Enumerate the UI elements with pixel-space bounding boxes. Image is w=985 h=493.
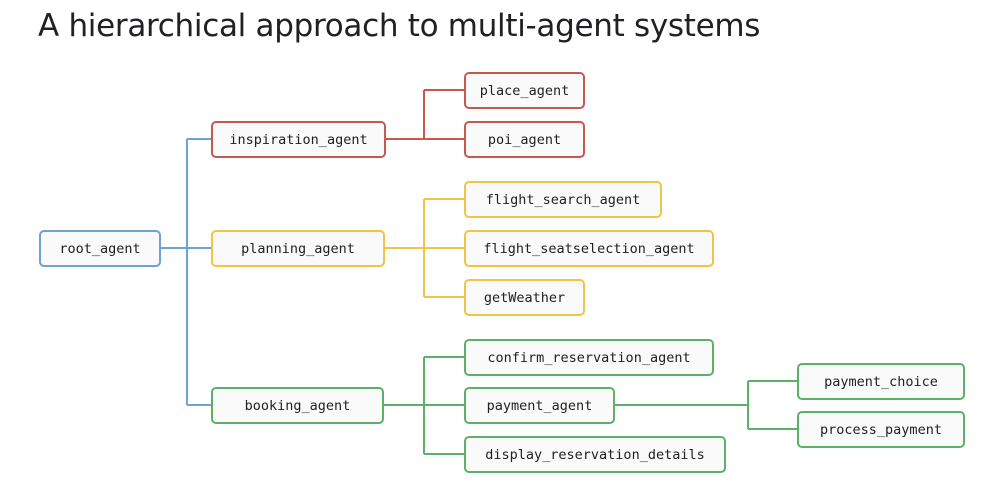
- connector-root: [161, 138, 211, 406]
- node-getweather[interactable]: getWeather: [464, 279, 585, 316]
- page-title: A hierarchical approach to multi-agent s…: [38, 8, 761, 44]
- node-root-agent[interactable]: root_agent: [39, 230, 161, 267]
- node-place-agent[interactable]: place_agent: [464, 72, 585, 109]
- node-display-reservation-details[interactable]: display_reservation_details: [464, 436, 726, 473]
- node-payment-choice[interactable]: payment_choice: [797, 363, 965, 400]
- connector-planning: [385, 198, 464, 298]
- node-inspiration-agent[interactable]: inspiration_agent: [211, 121, 386, 158]
- connector-inspiration: [386, 89, 464, 140]
- node-confirm-reservation-agent[interactable]: confirm_reservation_agent: [464, 339, 714, 376]
- node-process-payment[interactable]: process_payment: [797, 411, 965, 448]
- node-payment-agent[interactable]: payment_agent: [464, 387, 615, 424]
- node-flight-search-agent[interactable]: flight_search_agent: [464, 181, 662, 218]
- connector-payment: [615, 380, 797, 430]
- node-planning-agent[interactable]: planning_agent: [211, 230, 385, 267]
- node-poi-agent[interactable]: poi_agent: [464, 121, 585, 158]
- connector-booking: [384, 356, 464, 455]
- node-booking-agent[interactable]: booking_agent: [211, 387, 384, 424]
- node-flight-seatselection-agent[interactable]: flight_seatselection_agent: [464, 230, 714, 267]
